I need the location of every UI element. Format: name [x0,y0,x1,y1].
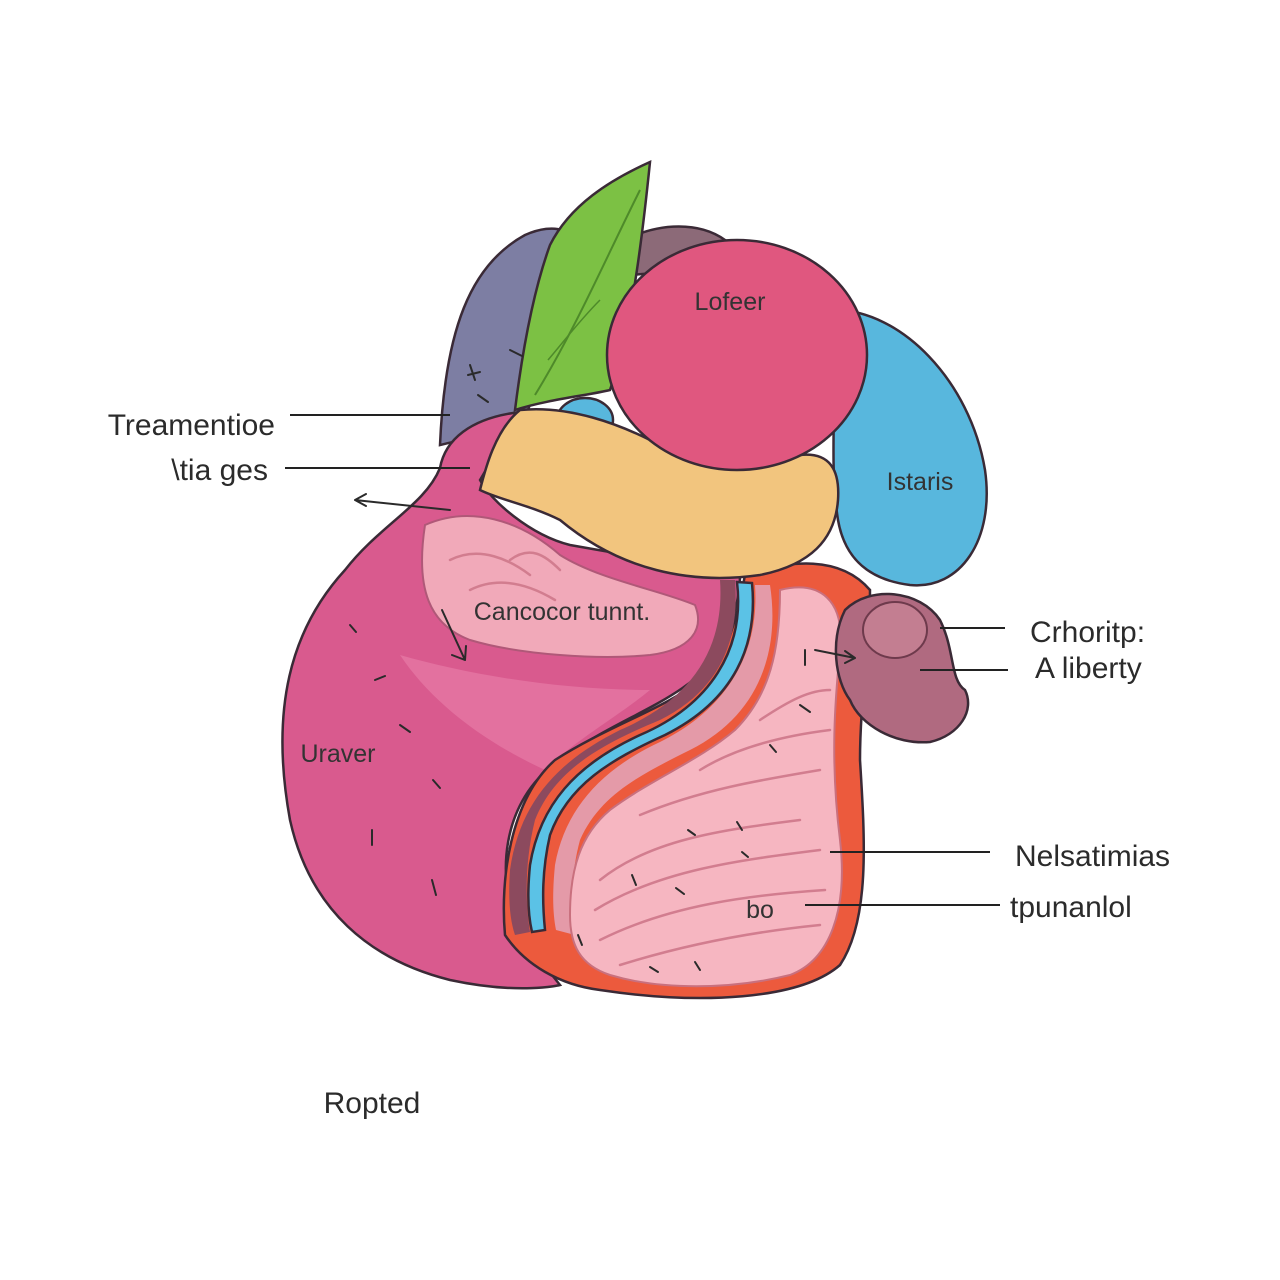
label-inner-lower: bo [746,896,774,924]
texture-1 [448,552,532,577]
callout-right-3: Nelsatimias [1015,840,1170,873]
tick-14 [741,851,749,858]
fold-3 [598,888,827,942]
blue-blob [832,308,988,587]
label-top-circle: Lofeer [695,288,766,316]
tick-8 [431,879,437,896]
label-right-blob: Istaris [887,468,954,496]
fold-6 [698,728,832,772]
tick-16 [694,961,701,971]
leaf-vein-2 [547,299,601,361]
fold-2 [593,848,822,912]
texture-3 [508,551,562,572]
arrow-diag [441,609,467,661]
tick-11 [736,821,743,831]
texture-2 [468,581,557,602]
fold-1 [598,818,802,882]
callout-left-2: \tia ges [171,454,268,487]
tick-12 [675,887,685,895]
callout-right-1: Crhoritp: [1030,616,1145,649]
leaf-vein [534,189,641,396]
pink-inner-region [568,586,843,988]
tick-4 [349,624,357,633]
arrow-left-inner [354,493,451,511]
label-left-body: Uraver [300,740,375,768]
arrow-right-organ [814,649,856,664]
tick-5 [374,675,386,681]
blue-stripe [527,580,755,934]
callout-right-4: tpunanlol [1010,891,1132,924]
tick-1 [467,364,481,381]
tick-3 [477,394,489,403]
callout-right-2: A liberty [1035,652,1142,685]
pink-stripe [553,585,773,935]
callout-left-1: Treamentioe [108,409,275,442]
tick-18 [769,744,777,753]
small-organ-lobe [862,601,928,659]
footer-label: Ropted [324,1087,421,1120]
body-highlight [400,655,650,770]
tick-6 [399,724,411,733]
tick-10 [687,829,696,836]
label-inner-region: Cancocor tunnt. [474,598,651,626]
fold-7 [758,688,832,722]
tick-9 [432,779,441,789]
tick-13 [631,874,637,886]
tick-17 [577,934,583,946]
tick-15 [649,966,659,973]
tick-2 [509,349,523,357]
fold-5 [638,768,822,817]
inner-textured-region [421,515,699,658]
top-circle [605,238,869,472]
tick-19 [799,704,811,713]
fold-4 [618,923,822,967]
